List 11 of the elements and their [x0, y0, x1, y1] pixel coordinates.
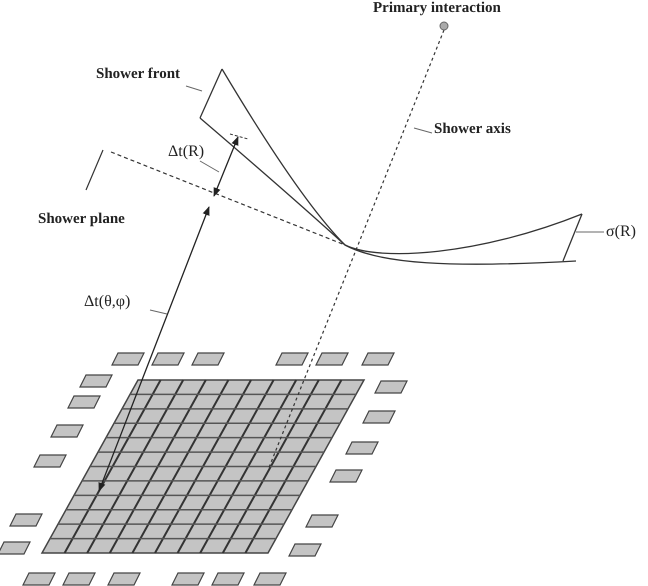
annotation-label: σ(R) [606, 223, 636, 240]
leader-line [414, 128, 432, 134]
leader-line [200, 160, 220, 172]
annotation-label: Shower front [96, 66, 180, 83]
annotation-label: Shower plane [38, 211, 125, 228]
leader-line [150, 310, 168, 314]
annotation-label: Δt(θ,φ) [84, 293, 130, 310]
annotation-label: Primary interaction [373, 0, 501, 17]
annotation-label: Δt(R) [168, 143, 204, 160]
leader-line [186, 86, 202, 92]
annotation-label: Shower axis [434, 121, 511, 138]
